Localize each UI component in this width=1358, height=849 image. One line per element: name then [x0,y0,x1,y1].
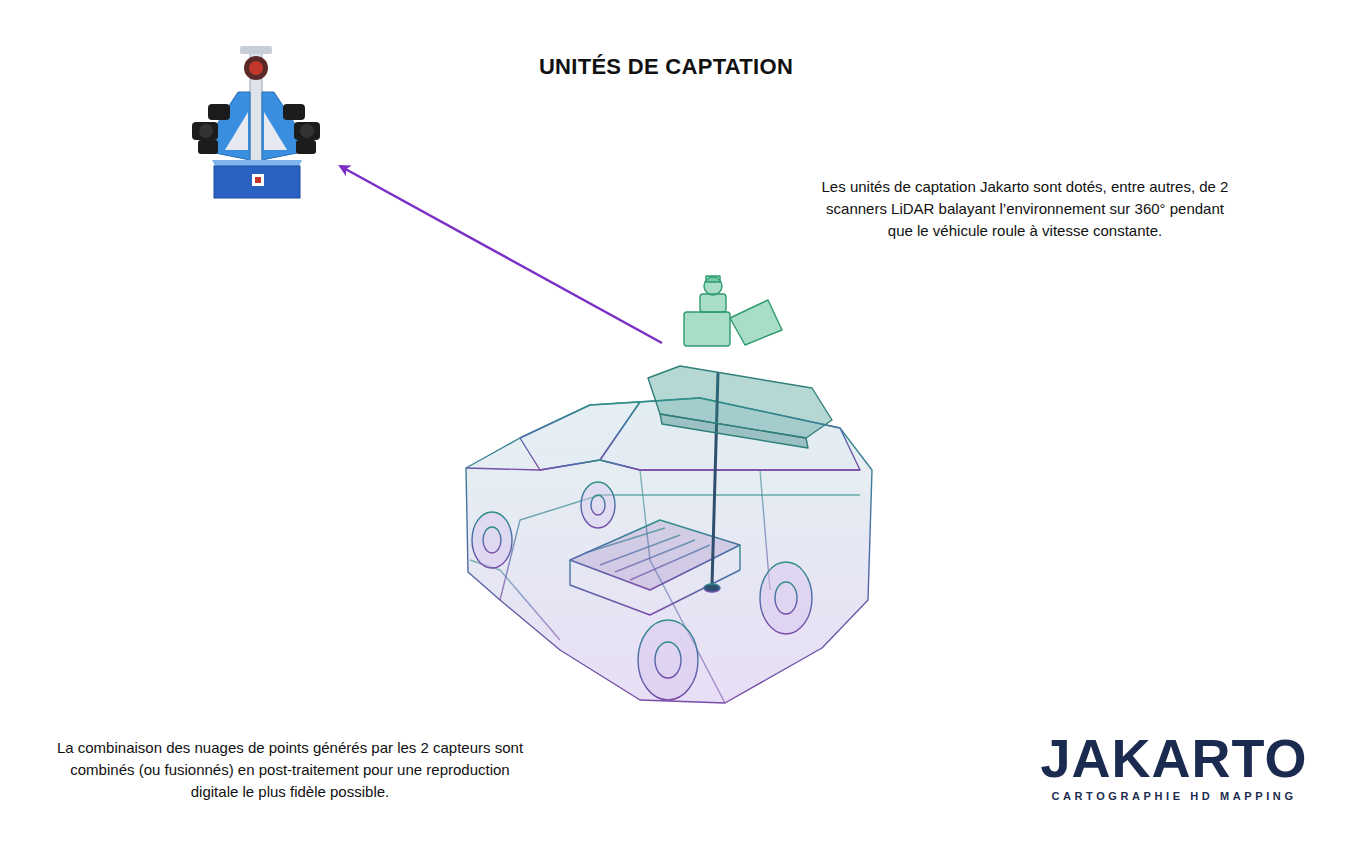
process-note: La combinaison des nuages de points géné… [55,737,525,803]
logo-tagline: CARTOGRAPHIE HD MAPPING [1036,789,1312,803]
van-illustration [466,276,872,703]
sensor-unit [192,46,320,198]
description-note: Les unités de captation Jakarto sont dot… [815,176,1235,242]
page-title: UNITÉS DE CAPTATION [366,54,966,80]
pointer-arrow [340,166,662,343]
logo-wordmark: JAKARTO [1036,728,1312,788]
